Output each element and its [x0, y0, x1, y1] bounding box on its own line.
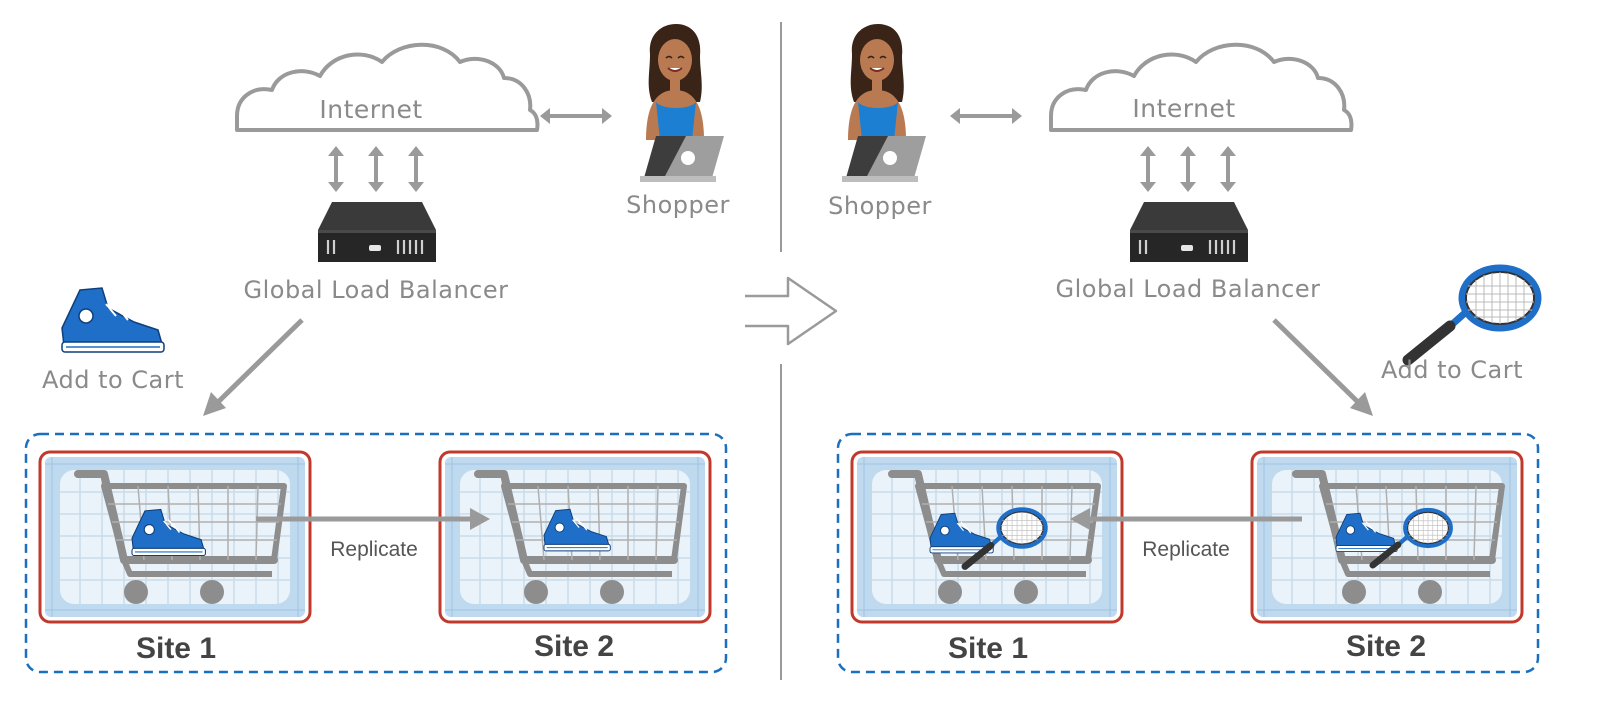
site-2-label: Site 2	[534, 630, 614, 663]
shopper-label: Shopper	[828, 192, 932, 220]
load-balancer-icon	[1128, 200, 1250, 264]
region-boundary	[24, 432, 728, 674]
shopper-icon	[841, 23, 927, 183]
routing-arrow-icon	[1272, 318, 1373, 416]
replicate-arrow-icon	[1070, 508, 1302, 530]
bidirectional-arrow-icon	[1138, 144, 1158, 194]
load-balancer-icon	[316, 200, 438, 264]
cloud-label: Internet	[1132, 94, 1235, 123]
load-balancer-label: Global Load Balancer	[1056, 275, 1321, 303]
region-boundary	[836, 432, 1540, 674]
bidirectional-arrow-icon	[326, 144, 346, 194]
shopper-label: Shopper	[626, 191, 730, 219]
shopper-icon	[639, 23, 725, 183]
site-2-label: Site 2	[1346, 630, 1426, 663]
replicate-label: Replicate	[330, 538, 418, 561]
left-scenario: Internet Shopper Global Load Balancer Ad…	[24, 23, 730, 674]
replicate-arrow-icon	[256, 508, 490, 530]
replicate-label: Replicate	[1142, 538, 1230, 561]
transition-arrow-icon	[745, 276, 838, 346]
site-1-label: Site 1	[948, 632, 1028, 665]
bidirectional-arrow-icon	[1218, 144, 1238, 194]
tennis-racket-icon	[1408, 268, 1538, 360]
bidirectional-arrow-icon	[538, 106, 614, 126]
add-to-cart-label: Add to Cart	[42, 366, 184, 394]
cloud-label: Internet	[319, 95, 422, 124]
sneaker-icon	[61, 287, 165, 353]
routing-arrow-icon	[203, 318, 304, 416]
site-1-label: Site 1	[136, 632, 216, 665]
bidirectional-arrow-icon	[366, 144, 386, 194]
bidirectional-arrow-icon	[1178, 144, 1198, 194]
add-to-cart-label: Add to Cart	[1381, 356, 1523, 384]
right-scenario: Shopper Internet Global Load Balancer Ad…	[828, 23, 1540, 674]
bidirectional-arrow-icon	[948, 106, 1024, 126]
load-balancer-label: Global Load Balancer	[244, 276, 509, 304]
bidirectional-arrow-icon	[406, 144, 426, 194]
